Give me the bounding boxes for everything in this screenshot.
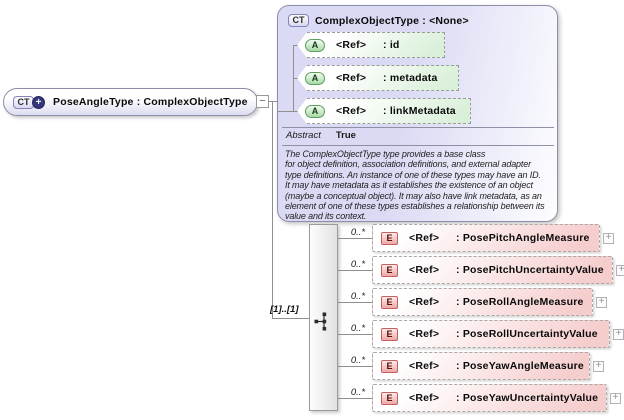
expand-plus-glyph: + xyxy=(618,264,624,275)
attribute-name: : metadata xyxy=(383,72,438,84)
connector-line xyxy=(272,101,273,318)
element-node-poseyawuncertaintyvalue[interactable]: E <Ref> : PoseYawUncertaintyValue xyxy=(372,384,607,412)
expand-plus-glyph: + xyxy=(612,392,619,403)
element-icon: E xyxy=(381,231,398,245)
expand-toggle[interactable]: + xyxy=(610,393,621,404)
occurs-label: 0..* xyxy=(350,323,366,334)
expand-plus-glyph: + xyxy=(605,232,612,243)
element-name: : PoseYawAngleMeasure xyxy=(456,360,584,372)
attribute-tree-line xyxy=(293,45,301,46)
element-ref: <Ref> xyxy=(409,232,440,244)
element-name: : PosePitchAngleMeasure xyxy=(456,232,590,244)
element-node-posepitchuncertaintyvalue[interactable]: E <Ref> : PosePitchUncertaintyValue xyxy=(372,256,613,284)
sequence-cardinality: [1]..[1] xyxy=(270,304,299,315)
base-type-title: ComplexObjectType : <None> xyxy=(315,14,469,27)
annotation-divider xyxy=(282,145,554,146)
connector-line xyxy=(268,101,278,102)
occurs-label: 0..* xyxy=(350,259,366,270)
attribute-ref: <Ref> xyxy=(336,72,367,84)
element-icon: E xyxy=(381,295,398,309)
expand-toggle[interactable]: + xyxy=(616,265,624,276)
expand-plus-glyph: + xyxy=(615,328,622,339)
attribute-icon: A xyxy=(305,104,325,118)
connector-line xyxy=(338,366,372,367)
facet-value: True xyxy=(335,130,356,141)
expand-plus-glyph: + xyxy=(598,296,605,307)
facet-name: Abstract xyxy=(286,130,321,141)
connector-line xyxy=(272,318,310,319)
element-name: : PoseRollUncertaintyValue xyxy=(456,328,598,340)
element-node-poserollanglemeasure[interactable]: E <Ref> : PoseRollAngleMeasure xyxy=(372,288,593,316)
attribute-name: : id xyxy=(383,39,400,51)
attribute-name: : linkMetadata xyxy=(383,105,456,117)
element-ref: <Ref> xyxy=(409,392,440,404)
element-node-poserolluncertaintyvalue[interactable]: E <Ref> : PoseRollUncertaintyValue xyxy=(372,320,610,348)
root-type-name: PoseAngleType : ComplexObjectType xyxy=(53,96,248,108)
expand-plus-glyph: + xyxy=(595,360,602,371)
attribute-ref: <Ref> xyxy=(336,39,367,51)
element-name: : PoseRollAngleMeasure xyxy=(456,296,584,308)
ct-icon: CT xyxy=(288,14,309,27)
type-annotation-text: The ComplexObjectType type provides a ba… xyxy=(285,149,545,222)
occurs-label: 0..* xyxy=(350,291,366,302)
occurs-label: 0..* xyxy=(350,355,366,366)
connector-line xyxy=(338,302,372,303)
element-ref: <Ref> xyxy=(409,328,440,340)
facet-divider xyxy=(282,127,554,128)
connector-line xyxy=(338,270,372,271)
attribute-node-metadata[interactable]: A <Ref> : metadata xyxy=(297,65,459,91)
ct-icon: CT xyxy=(13,95,34,109)
element-name: : PosePitchUncertaintyValue xyxy=(456,264,604,276)
connector-line xyxy=(338,398,372,399)
element-icon: E xyxy=(381,327,398,341)
element-ref: <Ref> xyxy=(409,264,440,276)
expand-toggle[interactable]: + xyxy=(603,233,614,244)
element-node-poseyawanglemeasure[interactable]: E <Ref> : PoseYawAngleMeasure xyxy=(372,352,590,380)
element-icon: E xyxy=(381,391,398,405)
occurs-label: 0..* xyxy=(350,227,366,238)
attribute-tree-line xyxy=(293,78,301,79)
base-type-header: CT ComplexObjectType : <None> xyxy=(288,14,469,27)
expand-toggle[interactable]: + xyxy=(593,361,604,372)
attribute-icon: A xyxy=(305,38,325,52)
occurs-label: 0..* xyxy=(350,387,366,398)
element-ref: <Ref> xyxy=(409,296,440,308)
sequence-compositor[interactable] xyxy=(309,224,338,411)
expand-toggle[interactable]: + xyxy=(596,297,607,308)
element-icon: E xyxy=(381,263,398,277)
element-ref: <Ref> xyxy=(409,360,440,372)
facet-row: Abstract True xyxy=(286,130,356,141)
root-type-node[interactable]: CT + PoseAngleType : ComplexObjectType xyxy=(3,88,258,116)
element-name: : PoseYawUncertaintyValue xyxy=(456,392,599,404)
attribute-ref: <Ref> xyxy=(336,105,367,117)
attribute-node-id[interactable]: A <Ref> : id xyxy=(297,32,445,58)
base-type-node[interactable]: CT ComplexObjectType : <None> A <Ref> : … xyxy=(277,5,558,222)
complex-type-global-icon: CT + xyxy=(13,95,46,109)
element-node-posepitchanglemeasure[interactable]: E <Ref> : PosePitchAngleMeasure xyxy=(372,224,600,252)
sequence-icon xyxy=(314,312,327,331)
element-icon: E xyxy=(381,359,398,373)
attribute-icon: A xyxy=(305,71,325,85)
attribute-tree-line xyxy=(278,111,301,112)
expand-toggle[interactable]: + xyxy=(613,329,624,340)
attribute-node-linkmetadata[interactable]: A <Ref> : linkMetadata xyxy=(297,98,471,124)
connector-line xyxy=(338,334,372,335)
connector-line xyxy=(338,238,372,239)
plus-badge-icon: + xyxy=(32,95,45,109)
collapse-minus-glyph: − xyxy=(259,95,266,107)
collapse-toggle[interactable]: − xyxy=(256,95,269,108)
